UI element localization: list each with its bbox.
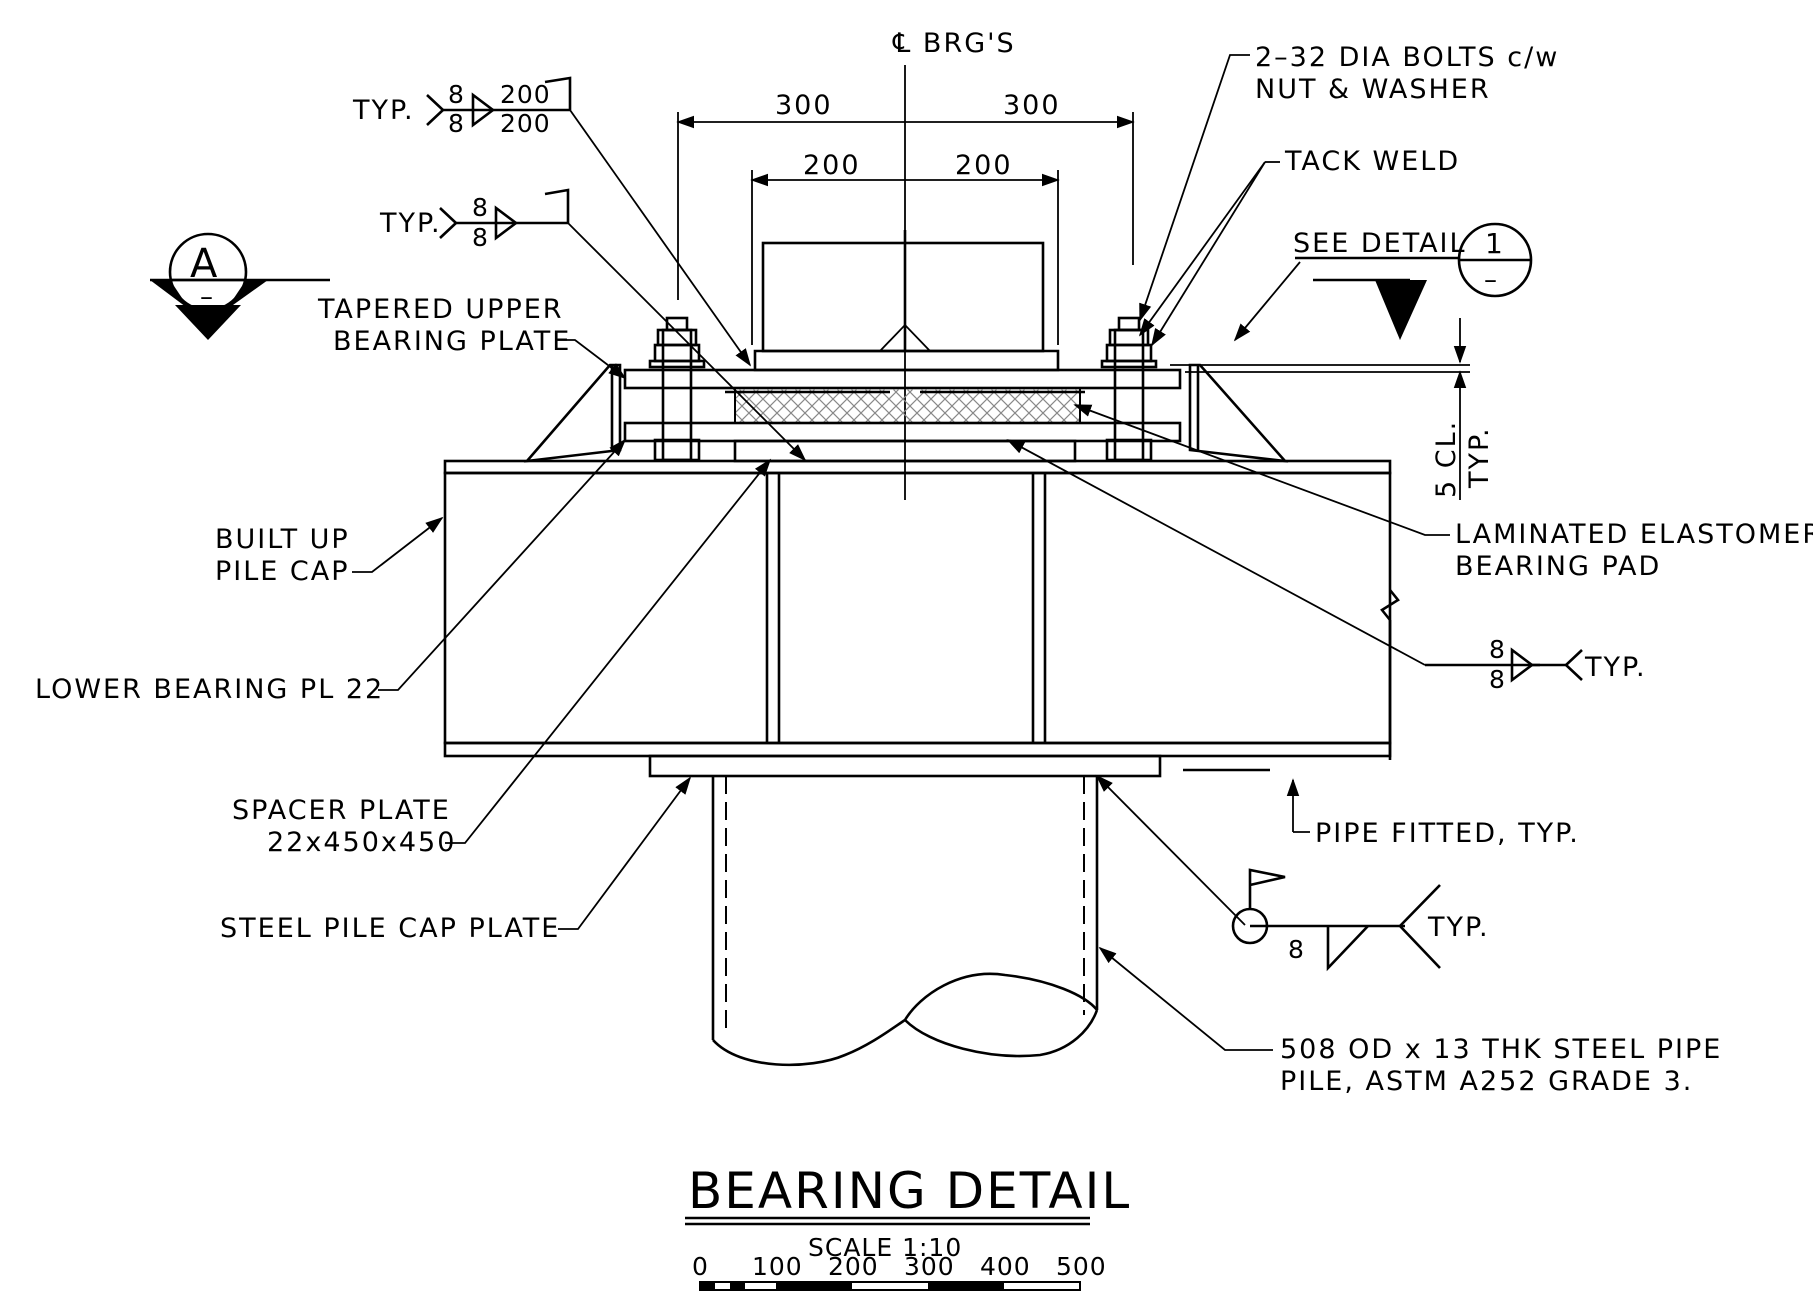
lower-bearing-plate: [623, 421, 1182, 443]
lower-plate-label: LOWER BEARING PL 22: [35, 674, 384, 705]
pile-cap-label-2: PILE CAP: [215, 556, 350, 587]
weld-top-length-top: 200: [500, 80, 551, 109]
centerline-label: ℄ BRG'S: [892, 28, 1016, 59]
detail-number: 1: [1485, 227, 1503, 260]
detail-marker-1: 1 – SEE DETAIL: [1233, 222, 1533, 342]
pad-label-1: LAMINATED ELASTOMERIC: [1455, 519, 1813, 550]
steel-pile-cap-plate: [648, 754, 1162, 778]
weld-right-size-bottom: 8: [1489, 665, 1506, 694]
pipe-pile-label-1: 508 OD x 13 THK STEEL PIPE: [1280, 1034, 1722, 1065]
centerline: ℄ BRG'S: [892, 28, 1016, 500]
callouts: 2–32 DIA BOLTS c/w NUT & WASHER TACK WEL…: [35, 42, 1813, 1097]
weld-top-size-top: 8: [448, 80, 465, 109]
scale-tick-300: 300: [904, 1252, 955, 1281]
detail-ref: –: [1484, 265, 1497, 295]
spacer-label-1: SPACER PLATE: [232, 795, 451, 826]
scale-tick-400: 400: [980, 1252, 1031, 1281]
tack-weld-label: TACK WELD: [1284, 146, 1460, 177]
weld-pipe-typ: TYP.: [1427, 912, 1490, 943]
weld-mid-typ: TYP.: [379, 208, 442, 239]
weld-pipe-size: 8: [1288, 935, 1305, 964]
tapered-label-1: TAPERED UPPER: [317, 294, 564, 325]
weld-symbol-mid: TYP. 8 8: [379, 188, 807, 462]
weld-right-size-top: 8: [1489, 635, 1506, 664]
dim-inner-right: 200: [955, 150, 1013, 181]
dimension-lines: 300 300 200 200: [676, 90, 1135, 345]
weld-top-length-bottom: 200: [500, 109, 551, 138]
pipe-pile-label-2: PILE, ASTM A252 GRADE 3.: [1280, 1066, 1693, 1097]
weld-top-typ: TYP.: [352, 95, 415, 126]
drawing-title: BEARING DETAIL: [688, 1162, 1131, 1220]
scale-tick-0: 0: [692, 1252, 709, 1281]
drawing-scale: SCALE 1:10: [808, 1233, 962, 1262]
weld-mid-size-top: 8: [472, 193, 489, 222]
scale-bar: 0 100 200 300 400 500: [692, 1252, 1107, 1291]
dim-outer-right: 300: [1003, 90, 1061, 121]
weld-mid-size-bottom: 8: [472, 223, 489, 252]
steel-pile-cap-plate-label: STEEL PILE CAP PLATE: [220, 913, 560, 944]
tapered-upper-bearing-plate: [623, 368, 1182, 390]
weld-symbol-right: 8 8 TYP.: [1006, 439, 1647, 694]
clearance-label-2: TYP.: [1464, 426, 1495, 489]
clearance-label-1: 5 CL.: [1431, 420, 1462, 498]
bolts-label-2: NUT & WASHER: [1255, 74, 1491, 105]
scale-tick-100: 100: [752, 1252, 803, 1281]
spacer-label-2: 22x450x450: [267, 827, 456, 858]
section-ref: –: [200, 282, 213, 312]
see-detail-label: SEE DETAIL: [1293, 228, 1467, 259]
bolts-label-1: 2–32 DIA BOLTS c/w: [1255, 42, 1559, 73]
weld-symbol-pipe: 8 TYP.: [1095, 774, 1490, 972]
dim-outer-left: 300: [775, 90, 833, 121]
scale-tick-500: 500: [1056, 1252, 1107, 1281]
pipe-fitted-label: PIPE FITTED, TYP.: [1315, 818, 1580, 849]
tapered-label-2: BEARING PLATE: [333, 326, 571, 357]
title-block: BEARING DETAIL SCALE 1:10 0 100 200 300 …: [685, 1162, 1131, 1291]
weld-top-size-bottom: 8: [448, 109, 465, 138]
pad-label-2: BEARING PAD: [1455, 551, 1661, 582]
steel-pipe-pile: [711, 776, 1099, 1067]
weld-right-typ: TYP.: [1584, 652, 1647, 683]
dim-inner-left: 200: [803, 150, 861, 181]
weld-symbol-top: TYP. 8 8 200 200: [352, 76, 752, 367]
girder-section: [753, 230, 1060, 372]
scale-tick-200: 200: [828, 1252, 879, 1281]
section-letter: A: [190, 241, 218, 287]
built-up-pile-cap: [443, 459, 1400, 778]
section-marker-a: A –: [150, 232, 330, 340]
pile-cap-label-1: BUILT UP: [215, 524, 350, 555]
